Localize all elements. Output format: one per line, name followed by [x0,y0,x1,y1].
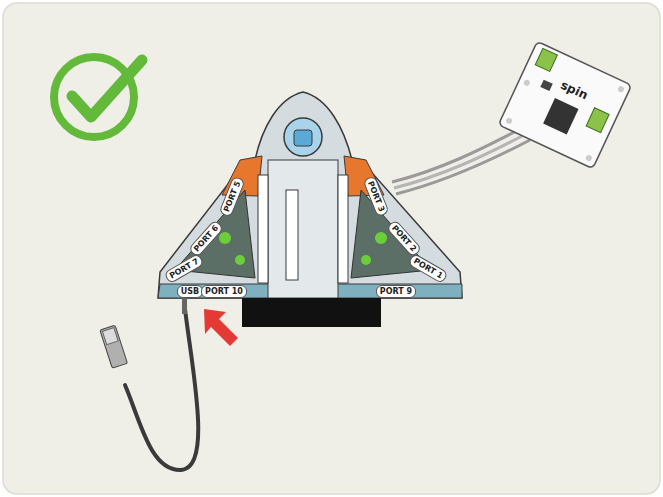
background-panel [3,3,660,494]
port-label: PORT 9 [376,285,416,298]
port-label: USB [177,285,203,298]
check-mark [54,57,142,137]
ribbon-cable [392,128,530,194]
robot-ship [158,92,462,327]
spin-board [498,41,631,168]
pointer-arrow [204,309,238,346]
usb-cable [100,298,198,470]
port-label: PORT 10 [201,285,247,298]
